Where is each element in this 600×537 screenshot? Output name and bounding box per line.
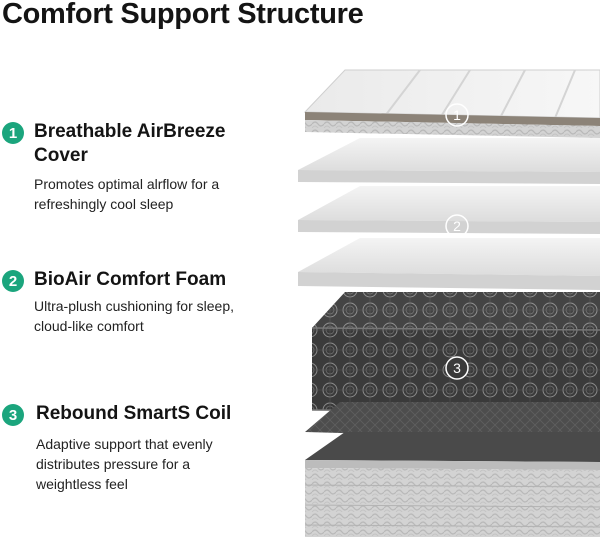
foam-layer: [298, 138, 600, 290]
number-badge-3: 3: [2, 404, 24, 426]
number-badge-2: 2: [2, 270, 24, 292]
svg-text:1: 1: [453, 107, 461, 123]
base-layer: [304, 432, 600, 537]
cover-layer: [303, 69, 600, 138]
layer-marker-1: 1: [445, 103, 469, 127]
layer-marker-2: 2: [445, 214, 469, 238]
feature-title: BioAir Comfort Foam: [34, 269, 227, 290]
svg-text:3: 3: [453, 360, 461, 376]
mattress-layers-illustration: 1 2 3: [298, 69, 600, 537]
feature-coil: 3 Rebound SmartS Coil Adaptive support t…: [2, 402, 302, 502]
page-title: Comfort Support Structure: [2, 0, 364, 30]
feature-description: Adaptive support that evenly distributes…: [36, 436, 213, 492]
svg-text:2: 2: [453, 218, 461, 234]
feature-description: Ultra-plush cushioning for sleep, cloud-…: [34, 298, 234, 334]
feature-foam: 2 BioAir Comfort Foam Ultra-plush cushio…: [2, 268, 302, 338]
layer-marker-3: 3: [445, 356, 469, 380]
feature-title: Rebound SmartS Coil: [36, 403, 232, 424]
feature-description: Promotes optimal alrflow for a refreshin…: [34, 176, 220, 212]
feature-title: Breathable AirBreeze Cover: [34, 121, 226, 166]
number-badge-1: 1: [2, 122, 24, 144]
feature-cover: 1 Breathable AirBreeze Cover Promotes op…: [2, 120, 302, 212]
